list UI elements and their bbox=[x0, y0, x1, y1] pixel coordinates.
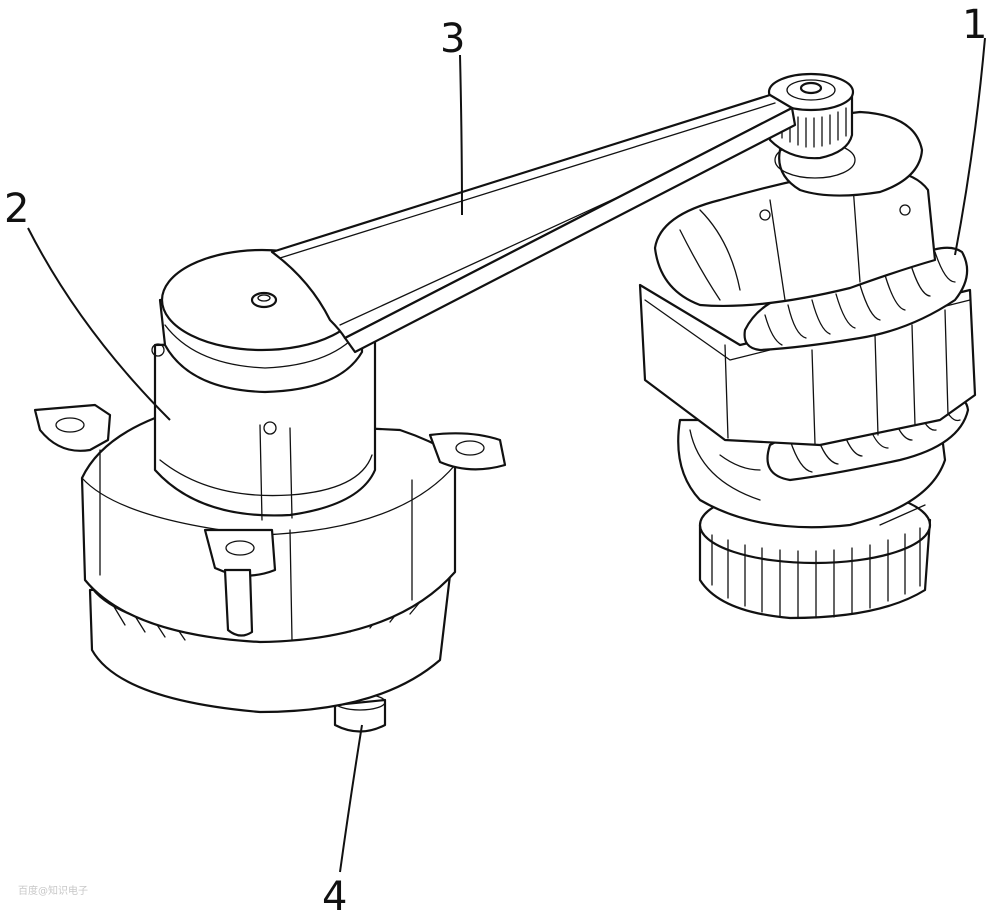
drive-belt bbox=[270, 93, 797, 354]
small-pulley bbox=[767, 72, 855, 160]
left-motor-assembly bbox=[33, 248, 507, 733]
leader-line-2 bbox=[27, 227, 171, 421]
leader-line-4 bbox=[339, 724, 363, 873]
right-motor-assembly bbox=[638, 72, 977, 620]
leader-line-1 bbox=[954, 37, 986, 256]
leader-line-3 bbox=[459, 54, 463, 216]
part-label-1: 1 bbox=[962, 2, 987, 48]
part-label-4: 4 bbox=[322, 874, 347, 919]
part-label-3: 3 bbox=[440, 16, 465, 62]
part-label-2: 2 bbox=[4, 186, 29, 232]
watermark-text: 百度@知识电子 bbox=[18, 886, 88, 897]
